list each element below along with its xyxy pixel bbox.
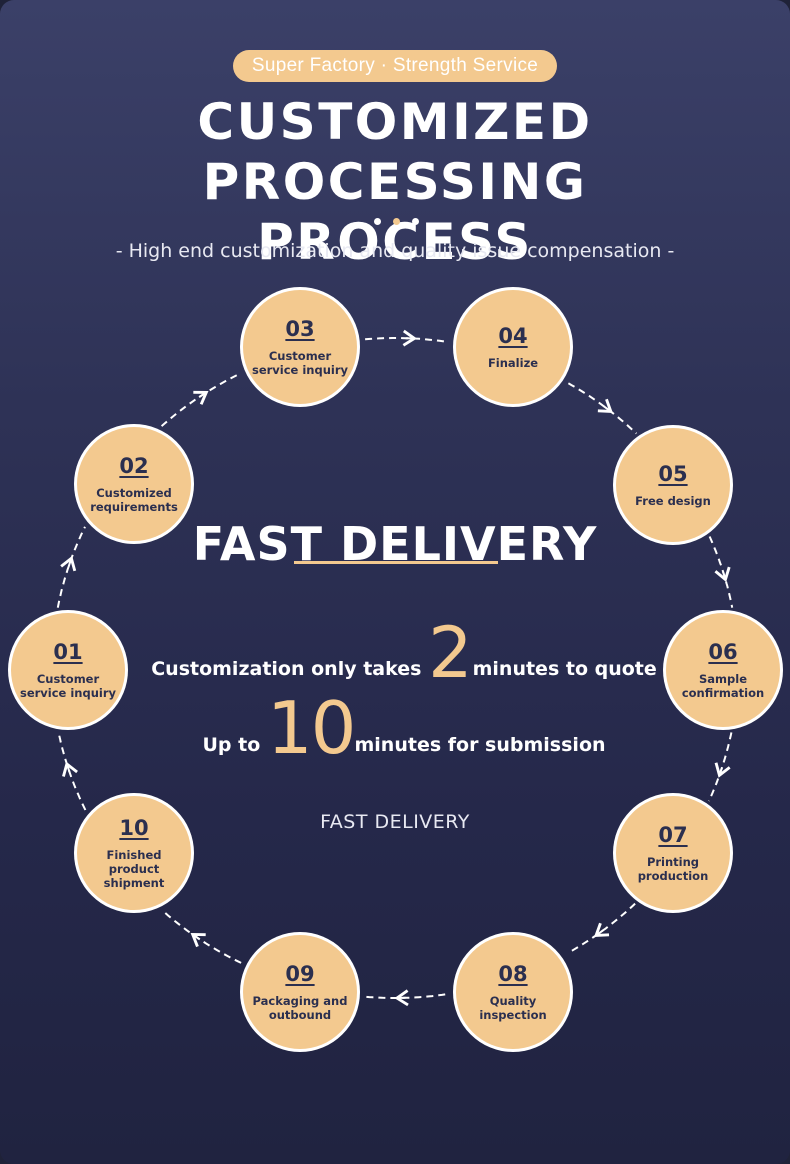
step-04-node: 04 Finalize <box>456 290 570 404</box>
fast-delivery-headline: FAST DELIVERY <box>192 517 598 571</box>
step-number: 03 <box>285 317 315 341</box>
arrow-icon <box>190 932 206 948</box>
step-07-node: 07 Printing production <box>616 796 730 910</box>
step-10-node: 10 Finished product shipment <box>77 796 191 910</box>
step-08-node: 08 Quality inspection <box>456 935 570 1049</box>
step-number: 09 <box>285 962 315 986</box>
arrow-icon <box>597 398 613 414</box>
connector-arc-7 <box>567 902 636 955</box>
dot-icon <box>374 218 381 225</box>
dot-icon <box>412 218 419 225</box>
step-02-node: 02 Customized requirements <box>77 427 191 541</box>
step-number: 08 <box>498 962 528 986</box>
step-label: Sample confirmation <box>681 672 765 700</box>
arrow-icon <box>714 762 731 778</box>
arrow-icon <box>193 390 209 405</box>
submit-number: 10 <box>266 686 357 770</box>
step-03-node: 03 Customer service inquiry <box>243 290 357 404</box>
fast-delivery-caption: FAST DELIVERY <box>320 811 470 833</box>
arrow-icon <box>593 922 610 938</box>
subtitle: - High end customization and quality iss… <box>115 240 675 262</box>
step-label: Finalize <box>487 356 539 370</box>
step-label: Customized requirements <box>90 486 178 514</box>
step-01-node: 01 Customer service inquiry <box>11 613 125 727</box>
step-label: Printing production <box>637 855 709 883</box>
connector-arc-3 <box>365 337 447 343</box>
connector-arc-8 <box>365 993 446 999</box>
page-title: CUSTOMIZED PROCESSING PROCESS <box>0 92 790 272</box>
step-label: Packaging and outbound <box>252 994 348 1022</box>
step-number: 10 <box>119 816 149 840</box>
step-05-node: 05 Free design <box>616 428 730 542</box>
headline-underline <box>294 561 498 564</box>
step-label: Customer service inquiry <box>251 349 349 377</box>
step-09-node: 09 Packaging and outbound <box>243 935 357 1049</box>
submit-prefix: Up to <box>202 734 261 756</box>
arrow-icon <box>62 761 78 777</box>
decorative-dots <box>374 218 420 226</box>
quote-time-line: Customization only takes 2minutes to quo… <box>0 612 790 694</box>
step-label: Customer service inquiry <box>19 672 117 700</box>
step-label: Quality inspection <box>479 994 547 1022</box>
step-06-node: 06 Sample confirmation <box>666 613 780 727</box>
step-label: Free design <box>635 494 711 508</box>
connector-arc-9 <box>161 909 242 964</box>
quote-number: 2 <box>428 612 473 694</box>
tag-badge: Super Factory · Strength Service <box>233 50 557 82</box>
step-number: 02 <box>119 454 149 478</box>
step-number: 07 <box>658 823 688 847</box>
step-number: 01 <box>53 640 83 664</box>
quote-prefix: Customization only takes <box>151 658 422 680</box>
step-number: 05 <box>658 462 688 486</box>
connector-arc-2 <box>160 372 241 427</box>
arrow-icon <box>60 555 77 572</box>
arrow-icon <box>714 566 731 583</box>
title-line-1: CUSTOMIZED PROCESSING <box>197 93 593 211</box>
step-label: Finished product shipment <box>103 848 165 890</box>
step-number: 06 <box>708 640 738 664</box>
dot-icon <box>393 218 400 225</box>
submission-time-line: Up to 10minutes for submission <box>0 686 790 770</box>
connector-arc-4 <box>567 382 638 435</box>
step-number: 04 <box>498 324 528 348</box>
submit-suffix: minutes for submission <box>354 734 606 756</box>
quote-suffix: minutes to quote <box>472 658 657 680</box>
